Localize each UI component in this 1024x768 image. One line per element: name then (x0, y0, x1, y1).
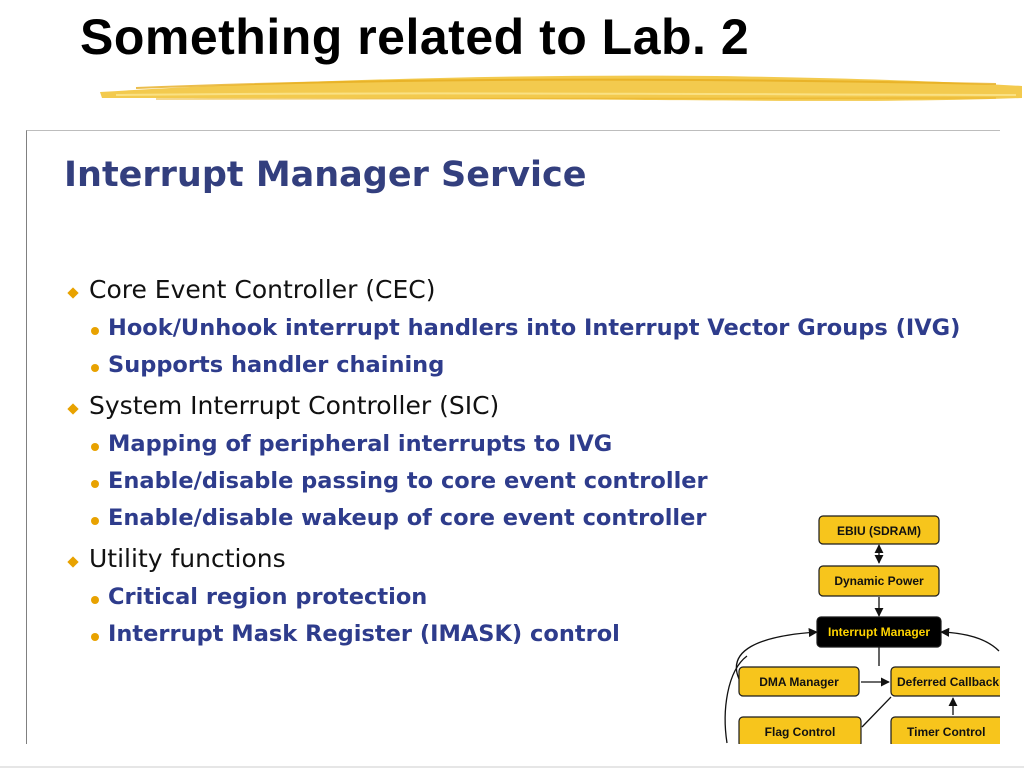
embedded-slide-title: Interrupt Manager Service (64, 155, 587, 195)
bullet-item: Core Event Controller (CEC) (89, 275, 436, 304)
diagram-node-deferred-callback: Deferred Callback (890, 666, 1000, 697)
bullet-item: Utility functions (89, 544, 286, 573)
svg-text:Timer Control: Timer Control (907, 725, 985, 739)
bullet-item: System Interrupt Controller (SIC) (89, 391, 500, 420)
diagram-node-dynamic-power: Dynamic Power (818, 565, 940, 597)
dot-bullet-icon (91, 364, 99, 372)
dot-bullet-icon (91, 443, 99, 451)
svg-text:Deferred Callback: Deferred Callback (897, 675, 999, 689)
diagram-node-dma-manager: DMA Manager (738, 666, 860, 697)
slide-title: Something related to Lab. 2 (80, 9, 750, 65)
dot-bullet-icon (91, 517, 99, 525)
sub-bullet-item: Hook/Unhook interrupt handlers into Inte… (108, 315, 961, 341)
bottom-divider (0, 766, 1024, 768)
svg-text:Interrupt Manager: Interrupt Manager (828, 625, 930, 639)
diagram-node-flag-control: Flag Control (738, 716, 862, 744)
diagram-node-ebiu: EBIU (SDRAM) (818, 515, 940, 545)
sub-bullet-item: Enable/disable wakeup of core event cont… (108, 505, 707, 531)
diagram-node-interrupt-manager: Interrupt Manager (816, 616, 942, 648)
title-underline-brush (100, 75, 1022, 101)
dot-bullet-icon (91, 327, 99, 335)
dot-bullet-icon (91, 633, 99, 641)
dot-bullet-icon (91, 596, 99, 604)
diagram-node-timer-control: Timer Control (890, 716, 1000, 744)
sub-bullet-item: Supports handler chaining (108, 352, 445, 378)
svg-text:EBIU (SDRAM): EBIU (SDRAM) (837, 524, 921, 538)
interrupt-manager-diagram: EBIU (SDRAM) Dynamic Power Interrupt Man… (724, 515, 1000, 744)
svg-text:Flag Control: Flag Control (765, 725, 836, 739)
sub-bullet-item: Critical region protection (108, 584, 428, 610)
sub-bullet-item: Interrupt Mask Register (IMASK) control (108, 621, 620, 647)
sub-bullet-item: Enable/disable passing to core event con… (108, 468, 708, 494)
sub-bullet-item: Mapping of peripheral interrupts to IVG (108, 431, 613, 457)
embedded-slide-image: Interrupt Manager Service Core Event Con… (26, 130, 1000, 744)
svg-text:Dynamic Power: Dynamic Power (834, 574, 924, 588)
dot-bullet-icon (91, 480, 99, 488)
svg-text:DMA Manager: DMA Manager (759, 675, 839, 689)
